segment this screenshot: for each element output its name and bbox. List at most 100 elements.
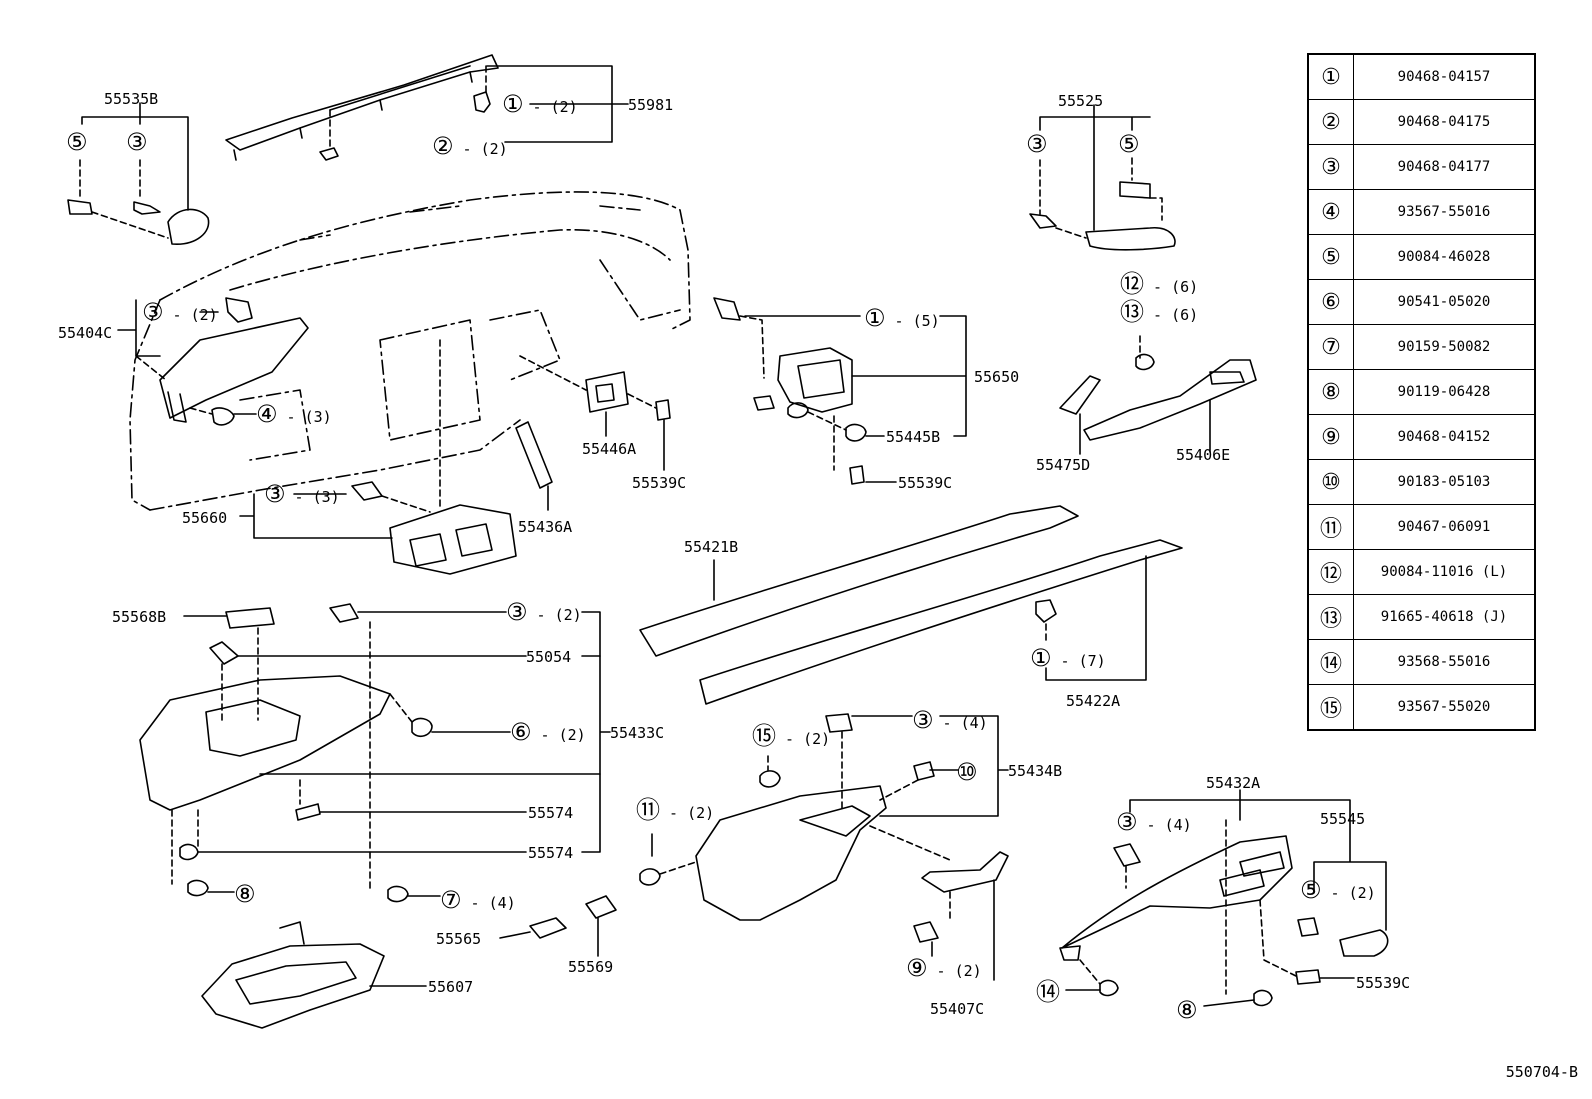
legend-part-number: 90541-05020 [1353, 279, 1536, 325]
callout-5-a: ⑤ [66, 128, 88, 156]
callout-10: ⑩ [956, 758, 978, 786]
legend-key: ⑬ [1307, 594, 1354, 640]
callout-5-c: ⑤ - (2) [1300, 876, 1376, 904]
callout-3-b: ③ - (2) [142, 298, 218, 326]
label-55433C: 55433C [610, 724, 664, 742]
callout-6: ⑥ - (2) [510, 718, 586, 746]
lower-trim-55432A-drawing [1059, 789, 1389, 1007]
label-55539C-c: 55539C [1356, 974, 1410, 992]
legend-part-number: 90468-04177 [1353, 144, 1536, 190]
switch-55446A-drawing [519, 355, 671, 471]
side-register-drawing [713, 297, 967, 485]
legend-key: ① [1307, 53, 1354, 100]
callout-1-b: ① - (5) [864, 304, 940, 332]
legend-key: ⑥ [1307, 279, 1354, 325]
callout-3-e: ③ - (2) [506, 598, 582, 626]
label-55574-a: 55574 [528, 804, 573, 822]
label-55446A: 55446A [582, 440, 636, 458]
label-55525: 55525 [1058, 92, 1103, 110]
label-55054: 55054 [526, 648, 571, 666]
label-55432A: 55432A [1206, 774, 1260, 792]
legend-part-number: 93568-55016 [1353, 639, 1536, 685]
legend-part-number: 90467-06091 [1353, 504, 1536, 550]
trim-55407C-drawing [913, 851, 1009, 981]
callout-3-a: ③ [126, 128, 148, 156]
label-55535B: 55535B [104, 90, 158, 108]
callout-1-c: ① - (7) [1030, 644, 1106, 672]
callout-2-a: ② - (2) [432, 132, 508, 160]
instrument-panel-drawing [129, 191, 691, 511]
defroster-nozzle-drawing [225, 54, 629, 161]
side-vent-left-drawing [67, 102, 210, 245]
callout-3-c: ③ - (3) [264, 480, 340, 508]
label-55406E: 55406E [1176, 446, 1230, 464]
diagram-id: 550704-B [1505, 1063, 1578, 1081]
legend-part-number: 91665-40618 (J) [1353, 594, 1536, 640]
legend-key: ⑫ [1307, 549, 1354, 595]
legend-part-number: 90183-05103 [1353, 459, 1536, 505]
label-55569: 55569 [568, 958, 613, 976]
callout-13: ⑬ - (6) [1120, 298, 1198, 326]
legend-key: ④ [1307, 189, 1354, 235]
glove-box-drawing [139, 603, 611, 903]
legend-key: ⑮ [1307, 684, 1354, 731]
bracket-55406E-drawing [1059, 335, 1257, 455]
legend-key: ⑪ [1307, 504, 1354, 550]
callout-3-g: ③ - (4) [1116, 808, 1192, 836]
legend-key: ⑭ [1307, 639, 1354, 685]
label-55422A: 55422A [1066, 692, 1120, 710]
legend-part-number: 90084-11016 (L) [1353, 549, 1536, 595]
callout-8-a: ⑧ [234, 880, 256, 908]
label-55475D: 55475D [1036, 456, 1090, 474]
side-vent-right-drawing [1029, 104, 1176, 251]
label-55539C-a: 55539C [632, 474, 686, 492]
legend-part-number: 90468-04175 [1353, 99, 1536, 145]
legend-part-number: 90159-50082 [1353, 324, 1536, 370]
callout-15: ⑮ - (2) [752, 722, 830, 750]
legend-part-number: 90468-04152 [1353, 414, 1536, 460]
legend-key: ⑨ [1307, 414, 1354, 460]
label-55445B: 55445B [886, 428, 940, 446]
label-55565: 55565 [436, 930, 481, 948]
label-55568B: 55568B [112, 608, 166, 626]
label-55607: 55607 [428, 978, 473, 996]
callout-9: ⑨ - (2) [906, 954, 982, 982]
cluster-hood-drawing [117, 297, 309, 426]
legend-key: ③ [1307, 144, 1354, 190]
legend-part-number: 90084-46028 [1353, 234, 1536, 280]
legend-key: ⑩ [1307, 459, 1354, 505]
center-vent-drawing [239, 339, 517, 575]
label-55981: 55981 [628, 96, 673, 114]
label-55545: 55545 [1320, 810, 1365, 828]
label-55574-b: 55574 [528, 844, 573, 862]
legend-key: ⑧ [1307, 369, 1354, 415]
label-55421B: 55421B [684, 538, 738, 556]
callout-8-b: ⑧ [1176, 996, 1198, 1024]
callout-3-f: ③ - (4) [912, 706, 988, 734]
label-55404C: 55404C [58, 324, 112, 342]
console-trim-drawing [639, 713, 1009, 921]
label-55436A: 55436A [518, 518, 572, 536]
callout-12: ⑫ - (6) [1120, 270, 1198, 298]
callout-14: ⑭ [1036, 978, 1060, 1006]
legend-part-number: 93567-55020 [1353, 684, 1536, 731]
bracket-55436A-drawing [515, 421, 553, 511]
legend-key: ⑦ [1307, 324, 1354, 370]
callout-7: ⑦ - (4) [440, 886, 516, 914]
